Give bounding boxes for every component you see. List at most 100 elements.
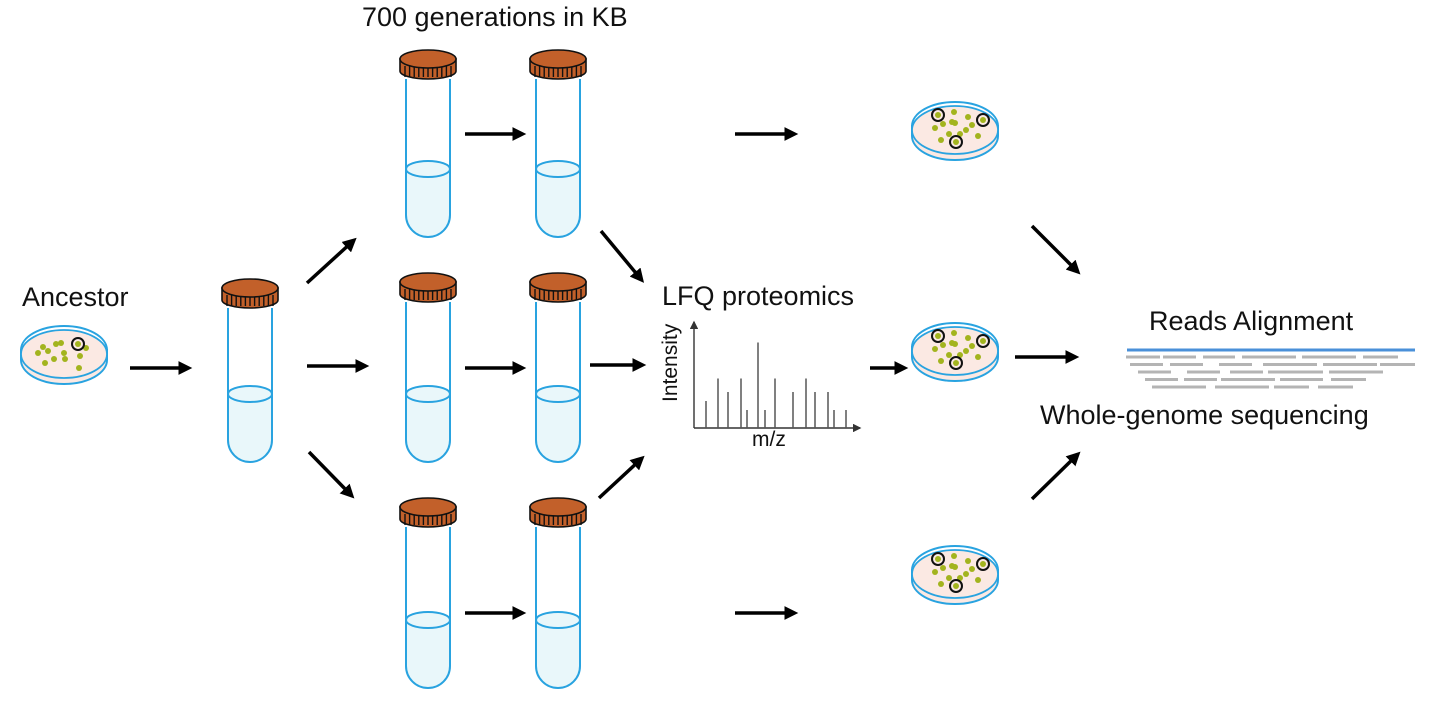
ancestor-label: Ancestor <box>22 282 129 312</box>
colony <box>951 553 957 559</box>
colony <box>938 137 944 143</box>
colony <box>969 566 975 572</box>
colony <box>61 350 67 356</box>
tube-outline <box>535 527 581 689</box>
petri-dish <box>911 322 999 382</box>
selected-colony-circle <box>931 552 945 566</box>
dish-lid <box>20 325 108 351</box>
liquid-surface <box>405 611 451 629</box>
colony <box>932 125 938 131</box>
cap-top <box>399 272 457 292</box>
culture-tube <box>221 278 279 463</box>
selected-colony-circle <box>949 356 963 370</box>
colony <box>53 341 59 347</box>
colony <box>951 109 957 115</box>
selected-colony-circle <box>976 334 990 348</box>
colony <box>965 558 971 564</box>
liquid-surface <box>535 160 581 178</box>
tube-cap <box>399 497 457 528</box>
selected-colony-circle <box>71 337 85 351</box>
colony <box>975 354 981 360</box>
colony <box>940 121 946 127</box>
colony <box>935 556 941 562</box>
workflow-arrow <box>1030 224 1081 275</box>
mz-axis-label: m/z <box>752 428 786 451</box>
colony <box>953 139 959 145</box>
colony <box>940 342 946 348</box>
culture-tube <box>529 272 587 463</box>
workflow-arrow <box>307 450 355 499</box>
dish-lid <box>911 101 999 127</box>
colony <box>932 346 938 352</box>
dish-lid <box>911 545 999 571</box>
workflow-arrow <box>1030 451 1081 501</box>
tube-outline <box>535 79 581 238</box>
workflow-arrows <box>130 127 1081 620</box>
liquid-surface <box>227 385 273 403</box>
culture-tube <box>399 272 457 463</box>
workflow-arrow <box>599 229 645 283</box>
colony <box>935 112 941 118</box>
proteomics-label: LFQ proteomics <box>662 281 855 311</box>
tube-liquid <box>536 394 580 462</box>
workflow-arrow <box>597 455 645 500</box>
colony <box>953 360 959 366</box>
tube-outline <box>227 308 273 463</box>
colony <box>77 353 83 359</box>
colony <box>938 358 944 364</box>
culture-tube <box>529 497 587 689</box>
petri-dish <box>911 101 999 161</box>
colony <box>963 127 969 133</box>
tube-outline <box>405 527 451 689</box>
liquid-surface <box>535 611 581 629</box>
colony <box>62 356 68 362</box>
colony <box>952 341 958 347</box>
colony <box>932 569 938 575</box>
colony <box>42 360 48 366</box>
culture-tube <box>399 497 457 689</box>
colony <box>76 365 82 371</box>
tube-outline <box>405 302 451 463</box>
tube-cap <box>529 49 587 80</box>
colony <box>938 581 944 587</box>
tube-liquid <box>406 169 450 237</box>
colony <box>935 333 941 339</box>
culture-tubes <box>221 49 587 689</box>
colony <box>963 348 969 354</box>
selected-colony-circle <box>949 135 963 149</box>
cap-top <box>399 49 457 69</box>
dish-lid <box>911 322 999 348</box>
colony <box>969 122 975 128</box>
colony <box>51 356 57 362</box>
colony <box>963 571 969 577</box>
reads-alignment-label: Reads Alignment <box>1149 306 1354 336</box>
colony <box>75 341 81 347</box>
tube-liquid <box>406 394 450 462</box>
colony <box>40 344 46 350</box>
cap-top <box>221 278 279 298</box>
colony <box>953 583 959 589</box>
selected-colony-circle <box>976 557 990 571</box>
selected-colony-circle <box>931 108 945 122</box>
colony <box>980 117 986 123</box>
culture-tube <box>529 49 587 238</box>
colony <box>975 133 981 139</box>
colony <box>952 120 958 126</box>
colony <box>45 348 51 354</box>
tube-cap <box>399 272 457 303</box>
colony <box>946 131 952 137</box>
tube-liquid <box>406 620 450 688</box>
intensity-axis-text: Intensity <box>659 323 682 402</box>
reads-alignment-graphic <box>1126 348 1415 389</box>
tube-cap <box>399 49 457 80</box>
colony <box>951 330 957 336</box>
colony <box>946 575 952 581</box>
wgs-label: Whole-genome sequencing <box>1040 400 1369 430</box>
colony <box>946 352 952 358</box>
colony <box>952 564 958 570</box>
tube-outline <box>405 79 451 238</box>
colony <box>58 340 64 346</box>
colony <box>975 577 981 583</box>
selected-colony-circle <box>976 113 990 127</box>
